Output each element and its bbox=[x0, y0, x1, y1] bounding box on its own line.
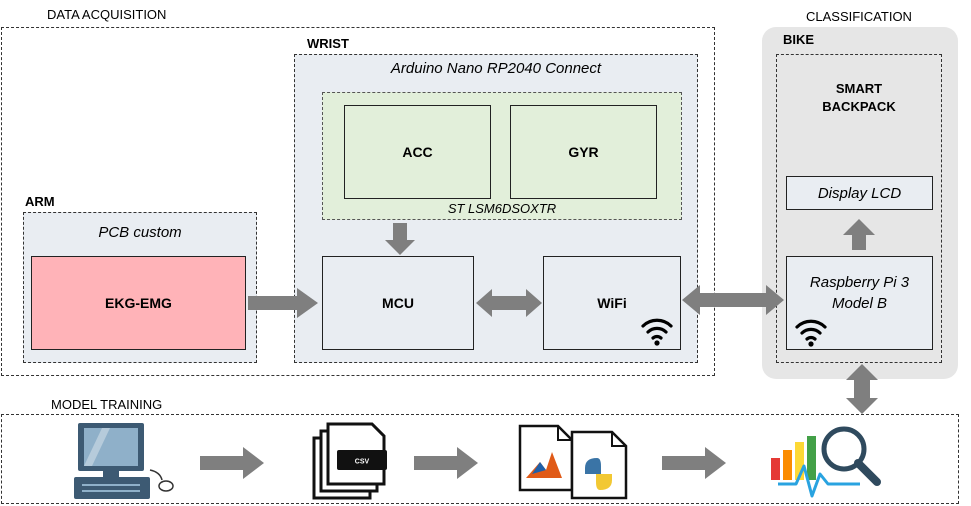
classification-label: CLASSIFICATION bbox=[806, 9, 912, 24]
data-acquisition-frame bbox=[1, 27, 715, 376]
wrist-title: WRIST bbox=[307, 36, 349, 51]
raspberry-pi-line2: Model B bbox=[831, 295, 888, 312]
gyr-box: GYR bbox=[510, 105, 657, 199]
ekg-emg-box: EKG-EMG bbox=[31, 256, 246, 350]
mcu-box: MCU bbox=[322, 256, 474, 350]
smart-backpack-group bbox=[776, 54, 942, 363]
smart-backpack-line2: BACKPACK bbox=[822, 99, 896, 114]
model-training-frame bbox=[1, 414, 959, 504]
acc-box: ACC bbox=[344, 105, 491, 199]
data-acquisition-label: DATA ACQUISITION bbox=[47, 7, 167, 22]
raspberry-pi-box: Raspberry Pi 3 Model B bbox=[786, 256, 933, 350]
model-training-label: MODEL TRAINING bbox=[51, 397, 163, 412]
raspberry-pi-line1: Raspberry Pi 3 bbox=[809, 274, 910, 291]
wrist-board-label: Arduino Nano RP2040 Connect bbox=[390, 60, 602, 77]
wifi-box-label: WiFi bbox=[597, 295, 627, 311]
display-lcd-box: Display LCD bbox=[786, 176, 933, 210]
wifi-box: WiFi bbox=[543, 256, 681, 350]
bike-title: BIKE bbox=[783, 32, 815, 47]
smart-backpack-line1: SMART bbox=[835, 81, 883, 96]
arm-board-label: PCB custom bbox=[98, 224, 182, 241]
arm-title: ARM bbox=[25, 194, 55, 209]
display-lcd-label: Display LCD bbox=[817, 184, 902, 202]
imu-chip-label: ST LSM6DSOXTR bbox=[447, 201, 557, 216]
